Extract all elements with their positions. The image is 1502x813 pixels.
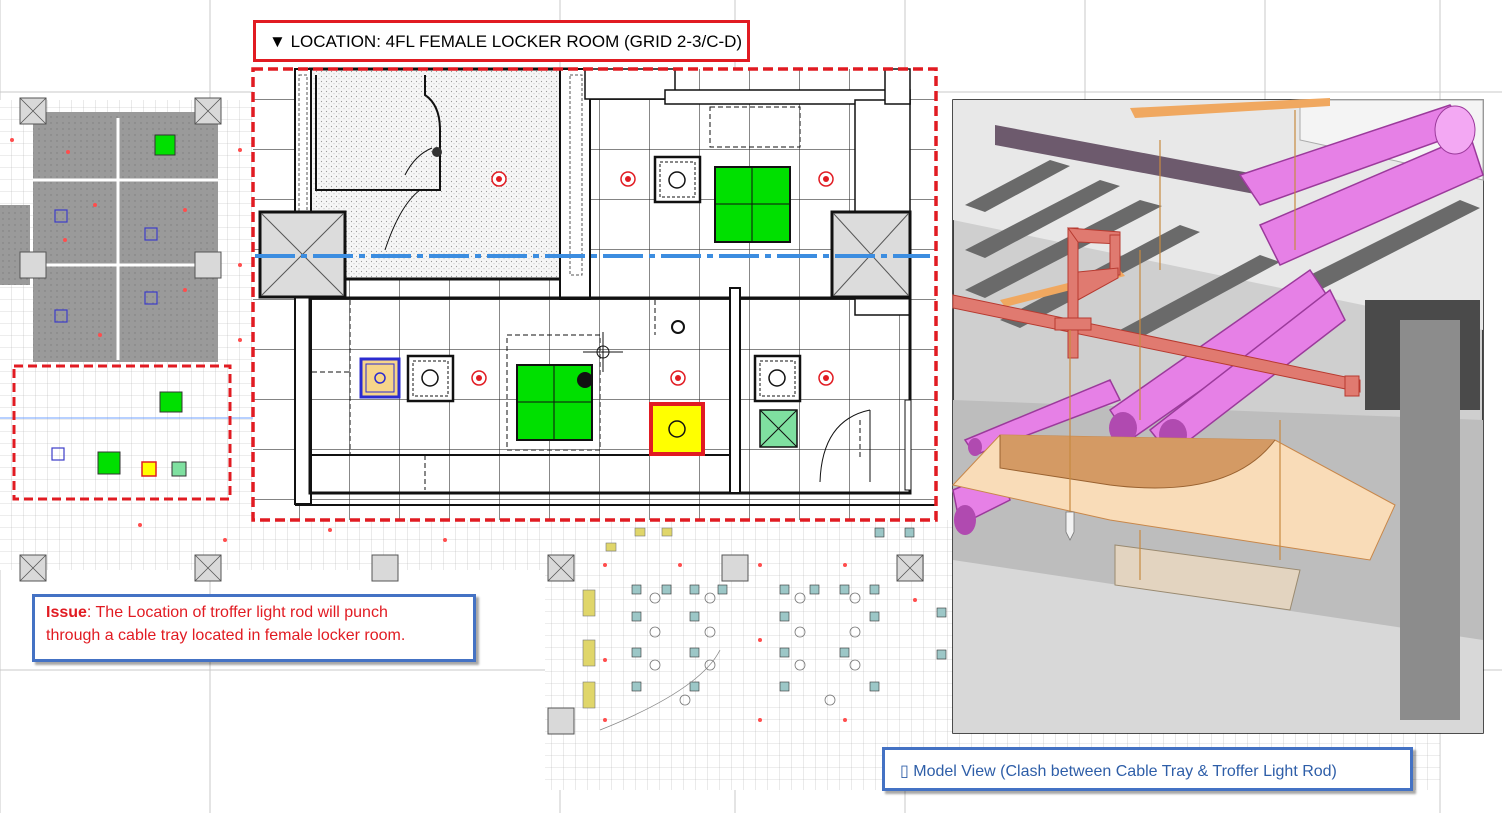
box-icon: ▯ xyxy=(900,763,909,780)
issue-separator: : xyxy=(86,604,92,621)
overview-clash-area xyxy=(12,364,232,501)
issue-line-1: Issue: The Location of troffer light rod… xyxy=(46,601,473,624)
ceiling-diffusers xyxy=(406,155,802,403)
issue-keyword: Issue xyxy=(46,604,87,621)
clash-troffer-light xyxy=(649,402,705,456)
triangle-down-icon: ▼ xyxy=(269,32,286,51)
location-label: ▼ LOCATION: 4FL FEMALE LOCKER ROOM (GRID… xyxy=(253,20,750,62)
troffer-lights xyxy=(516,166,791,441)
issue-callout: Issue: The Location of troffer light rod… xyxy=(32,594,476,662)
enlarged-plan-detail xyxy=(253,67,936,520)
model-view-text: Model View (Clash between Cable Tray & T… xyxy=(913,763,1337,780)
downlights xyxy=(471,171,834,386)
model-view-3d xyxy=(952,98,1484,734)
issue-line-2: through a cable tray located in female l… xyxy=(46,627,406,644)
lower-ceiling-fixtures xyxy=(582,527,947,731)
issue-text-1: The Location of troffer light rod will p… xyxy=(91,604,388,621)
model-view-label: ▯ Model View (Clash between Cable Tray &… xyxy=(882,747,1413,791)
enlarged-clash-area xyxy=(251,67,938,522)
restroom-area xyxy=(33,112,218,362)
location-text: LOCATION: 4FL FEMALE LOCKER ROOM (GRID 2… xyxy=(290,32,743,51)
